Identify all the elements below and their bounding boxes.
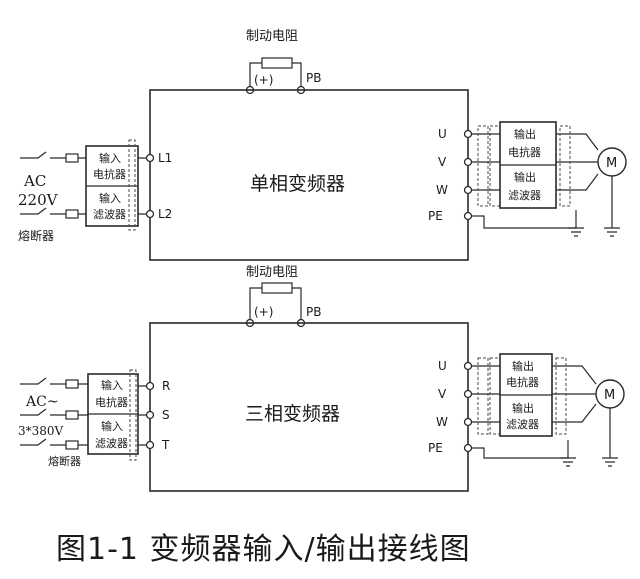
terminal-r-label: R (162, 379, 170, 393)
fuse-l2 (65, 209, 79, 219)
terminal-pe (463, 211, 473, 221)
terminal-v-label: V (438, 155, 447, 169)
figure-caption: 图1-1 变频器输入/输出接线图 (56, 532, 471, 567)
voltage-label: 3*380V (18, 424, 64, 438)
terminal-u (463, 361, 473, 371)
brake-resistor (261, 57, 293, 69)
pb-terminal-label: PB (306, 71, 321, 85)
output-reactor-label: 电抗器 (508, 145, 541, 159)
terminal-w (463, 417, 473, 427)
input-reactor-label: 输入 (101, 378, 123, 392)
terminal-v (463, 389, 473, 399)
fuse-label: 熔断器 (48, 454, 81, 468)
output-reactor-label: 输出 (512, 359, 534, 373)
plus-terminal-label: (+) (254, 73, 273, 87)
plus-terminal-label: (+) (254, 305, 273, 319)
fuse-label: 熔断器 (18, 228, 54, 243)
three-phase-diagram: 制动电阻 (+) PB 三相变频器 AC~ 3*380V 熔断器 输入 电抗器 … (18, 265, 625, 492)
single-phase-diagram: 制动电阻 (+) PB 单相变频器 AC 220V 熔断器 输入 电抗器 输入 … (18, 29, 627, 261)
terminal-s (145, 410, 155, 420)
terminal-w (463, 185, 473, 195)
terminal-v-label: V (438, 387, 447, 401)
brake-resistor-wire (249, 62, 302, 90)
terminal-u (463, 129, 473, 139)
motor-ground (602, 408, 618, 467)
input-wire-l1-left (20, 151, 86, 159)
input-wire-s-left (20, 408, 88, 416)
brake-resistor-label: 制动电阻 (246, 29, 298, 44)
fuse-s (65, 410, 79, 420)
output-reactor-label: 输出 (514, 127, 536, 141)
terminal-s-label: S (162, 408, 170, 422)
fuse-l1 (65, 153, 79, 163)
output-filter-label: 滤波器 (506, 418, 539, 431)
terminal-w-label: W (436, 183, 448, 197)
motor-label: M (604, 388, 615, 403)
brake-resistor-label: 制动电阻 (246, 265, 298, 280)
pb-terminal-label: PB (306, 305, 321, 319)
output-filter-label: 输出 (514, 170, 536, 184)
terminal-pe-label: PE (428, 441, 443, 455)
terminal-r (145, 381, 155, 391)
voltage-label: 220V (18, 191, 59, 209)
motor-ground (604, 176, 620, 237)
terminal-w-label: W (436, 415, 448, 429)
inverter-label: 三相变频器 (245, 403, 340, 425)
ac-label: AC~ (25, 394, 59, 410)
input-wire-l2-left (20, 207, 86, 215)
output-shield-left (477, 357, 489, 435)
fuse-r (65, 379, 79, 389)
terminal-l1-label: L1 (158, 151, 172, 165)
terminal-u-label: U (438, 359, 447, 373)
terminal-l1 (145, 153, 155, 163)
pe-ground-wire (472, 440, 569, 459)
input-wire-r-left (20, 377, 88, 385)
terminal-l2 (145, 209, 155, 219)
fuse-t (65, 440, 79, 450)
terminal-pe (463, 443, 473, 453)
input-filter-label: 输入 (101, 419, 123, 433)
input-reactor-label: 电抗器 (95, 395, 128, 409)
pe-ground (560, 457, 576, 467)
output-filter-label: 滤波器 (508, 189, 541, 202)
three-phase-inverter-box (149, 322, 469, 492)
terminal-v (463, 157, 473, 167)
brake-resistor (261, 282, 293, 294)
single-phase-inverter-box (149, 89, 469, 261)
terminal-l2-label: L2 (158, 207, 172, 221)
input-filter-label: 滤波器 (95, 437, 128, 450)
input-shield (129, 369, 137, 461)
terminal-pe-label: PE (428, 209, 443, 223)
terminal-t (145, 440, 155, 450)
input-reactor-label: 电抗器 (93, 167, 126, 181)
output-shield-right (555, 357, 567, 435)
inverter-label: 单相变频器 (250, 173, 345, 195)
pe-ground-wire (472, 210, 577, 229)
input-filter-label: 输入 (99, 191, 121, 205)
output-shield-right (559, 125, 571, 207)
terminal-t-label: T (161, 438, 170, 452)
output-reactor-label: 电抗器 (506, 375, 539, 389)
motor-label: M (606, 156, 617, 171)
pe-ground (568, 227, 584, 237)
input-reactor-label: 输入 (99, 151, 121, 165)
output-filter-label: 输出 (512, 401, 534, 415)
output-shield-left (477, 125, 489, 207)
ac-label: AC (23, 172, 46, 190)
input-wire-t-left (20, 438, 88, 446)
input-filter-label: 滤波器 (93, 208, 126, 221)
input-shield (128, 139, 136, 231)
terminal-u-label: U (438, 127, 447, 141)
brake-resistor-wire (249, 287, 302, 323)
